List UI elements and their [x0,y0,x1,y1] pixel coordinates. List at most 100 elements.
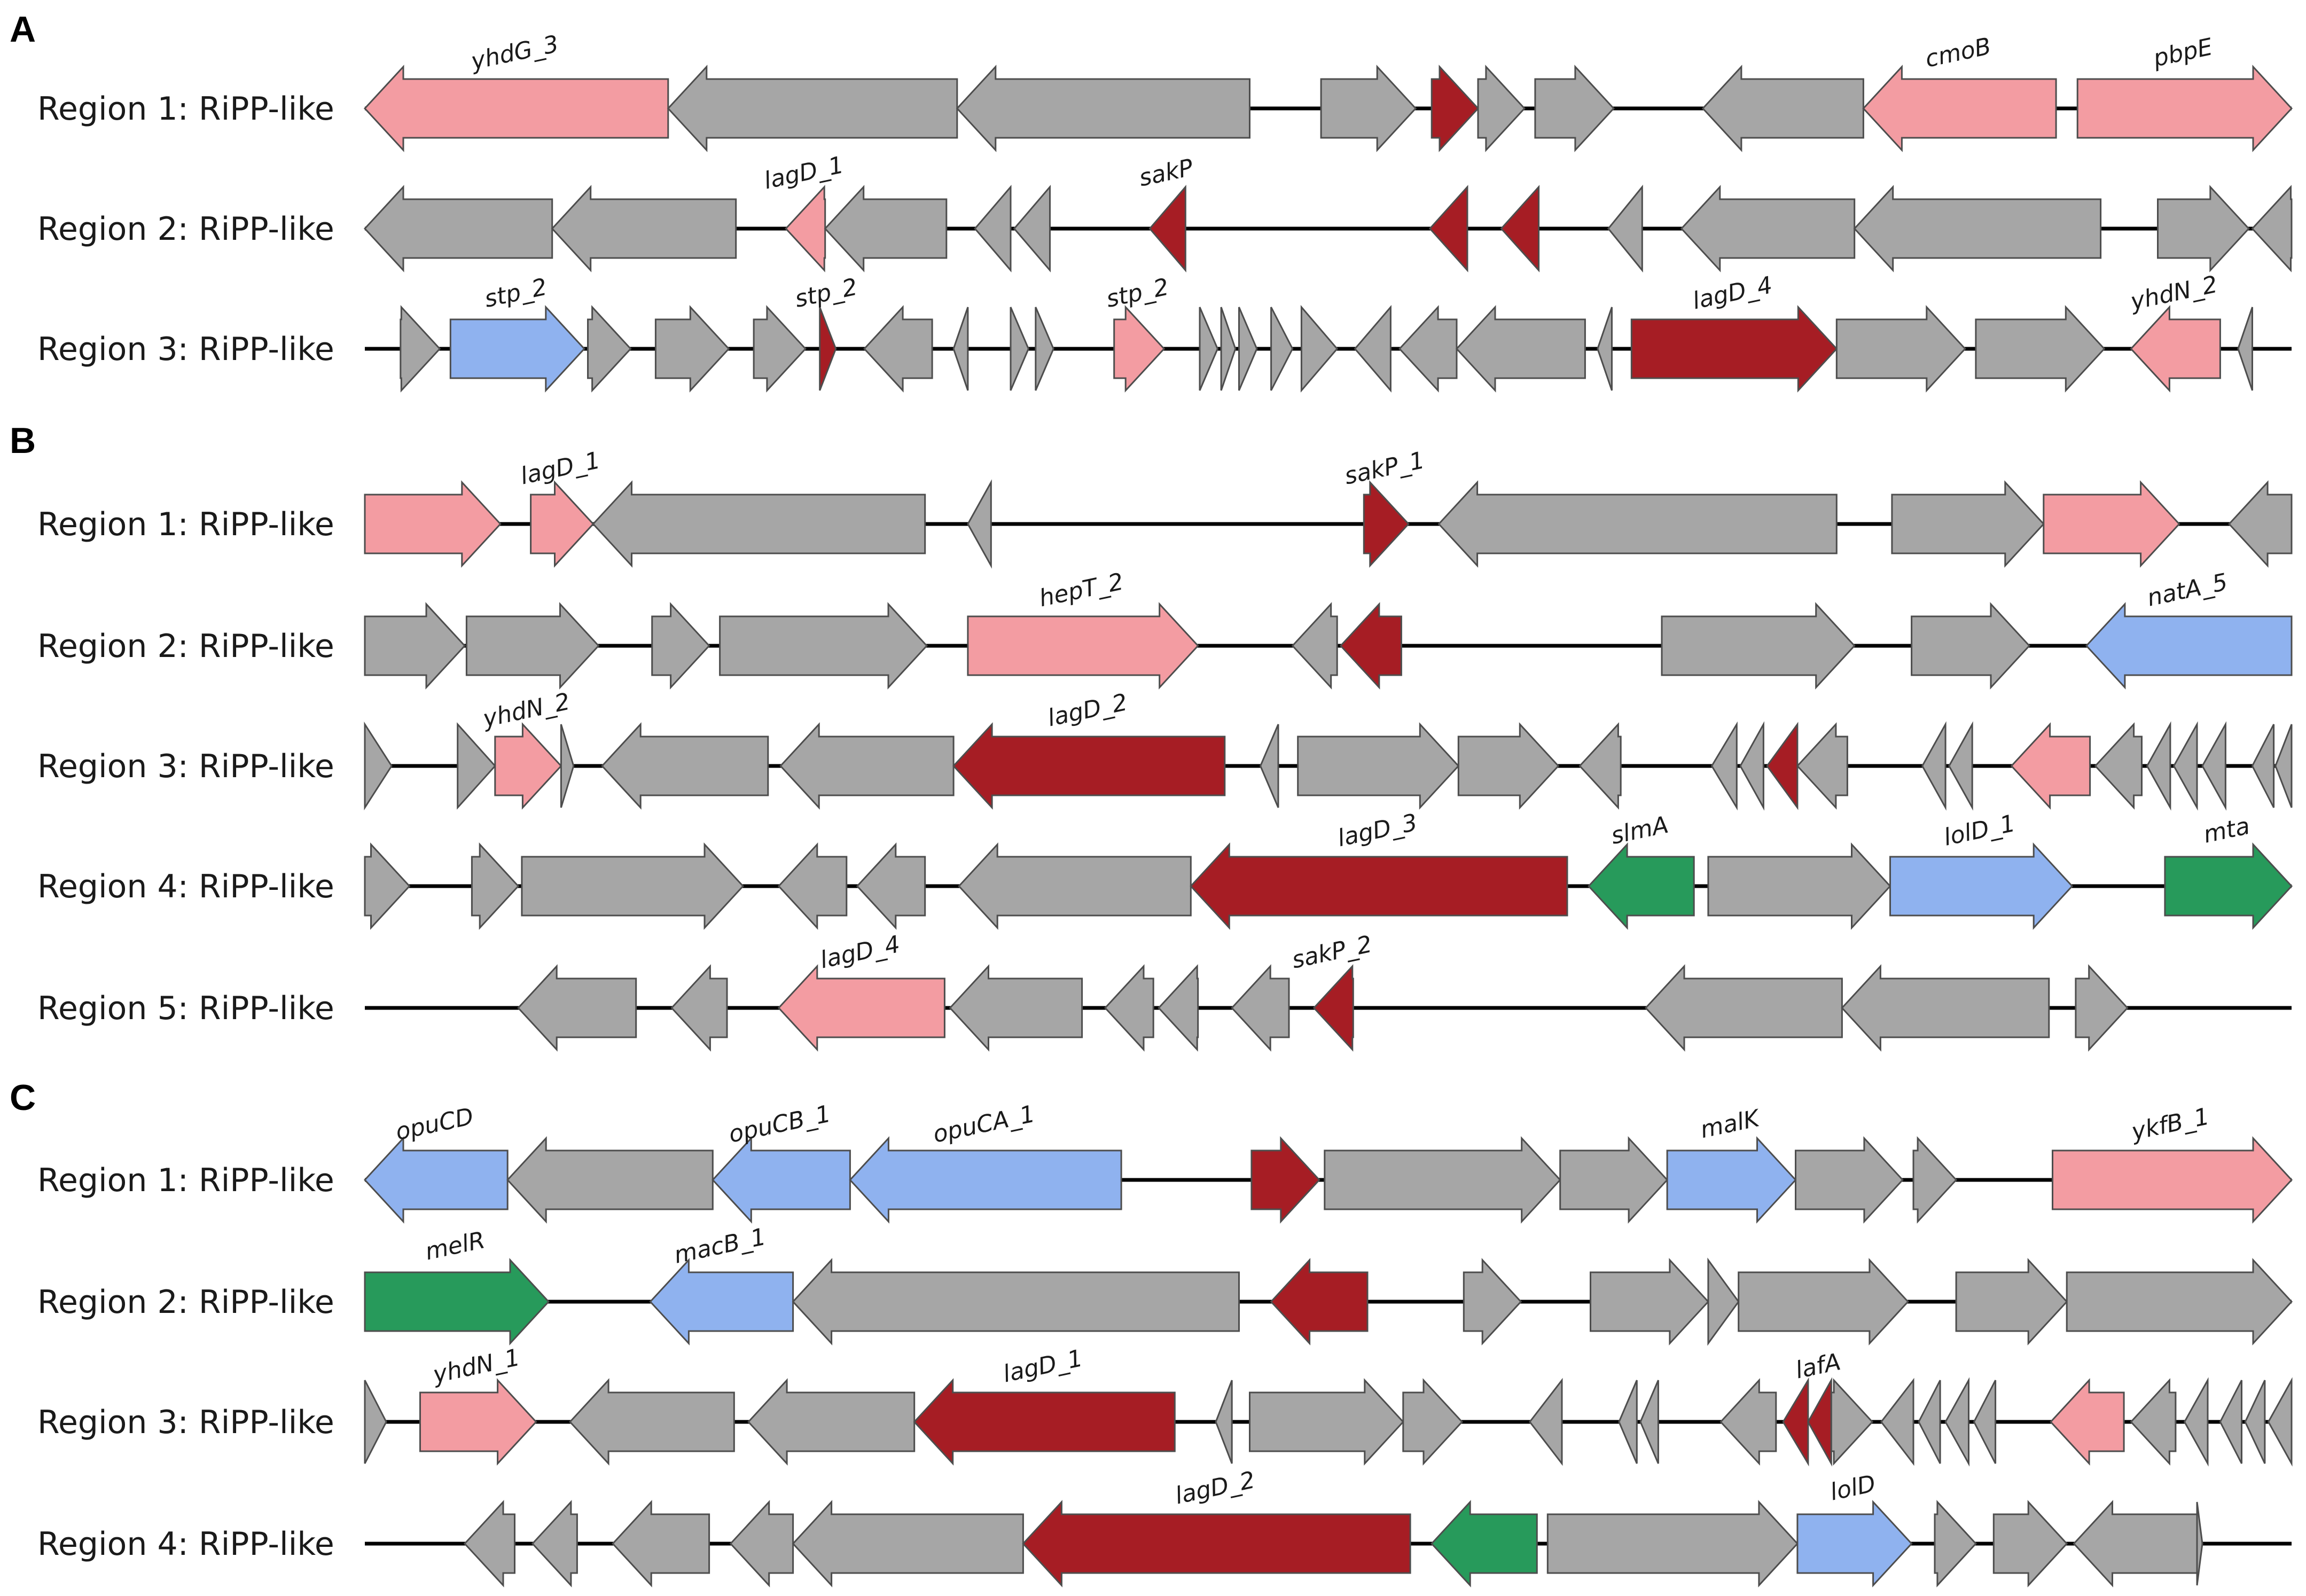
region-label: Region 5: RiPP-like [37,990,334,1027]
gene-name-label: lagD_4 [1690,271,1775,315]
gene-name-label: lagD_2 [1173,1466,1257,1509]
gene-arrow-other [651,602,710,690]
gene-arrow-other [1300,304,1339,393]
gene-name-label: yhdG_3 [467,30,561,76]
gene-arrow-other [1830,1378,1874,1466]
gene-arrow-core-biosynthetic [1500,185,1540,272]
gene-arrow-core-biosynthetic [913,1378,1176,1466]
panel-letter-b: B [10,420,36,461]
gene-arrow-other [1891,480,2045,568]
gene-arrow-transport [2085,602,2293,690]
gene-arrow-other [2251,185,2293,272]
gene-name-label: pbpE [2151,33,2215,72]
gene-arrow-other [753,305,807,393]
gene-arrow-other [824,185,948,272]
gene-arrow-other [531,1500,578,1587]
gene-arrow-other [612,1500,710,1587]
gene-arrow-regulatory [364,1258,550,1345]
gene-arrow-transport [649,1258,794,1345]
gene-arrow-core-biosynthetic [1250,1136,1320,1224]
gene-arrow-other [719,602,928,690]
gene-arrow-other [2196,1501,2203,1586]
gene-arrow-other [2237,307,2253,391]
gene-arrow-other [521,842,745,930]
gene-arrow-other [1559,1136,1669,1224]
gene-arrow-other [1354,304,1392,393]
gene-arrow-core-biosynthetic [1430,65,1480,152]
gene-arrow-other [792,1500,1024,1587]
gene-name-label: opuCD [393,1103,476,1146]
region-label: Region 1: RiPP-like [37,1162,334,1199]
gene-arrow-other [1231,964,1290,1052]
gene-arrow-other [1534,65,1615,152]
gene-arrow-other [1644,964,1843,1052]
gene-arrow-other [560,724,575,808]
gene-arrow-other [2183,1377,2209,1467]
gene-arrow-transport [1796,1500,1913,1587]
gene-arrow-other [1199,307,1219,391]
gene-arrow-other [2066,1258,2293,1345]
panel-letter-a: A [10,9,36,50]
gene-arrow-other [1398,305,1458,393]
region-label: Region 3: RiPP-like [37,331,334,368]
gene-arrow-additional-biosynthetic [2043,480,2180,568]
gene-arrow-other [1238,307,1258,391]
gene-arrow-other [1546,1500,1799,1587]
region-label: Region 4: RiPP-like [37,868,334,905]
gene-arrow-other [667,65,958,152]
region-label: Region 4: RiPP-like [37,1525,334,1563]
gene-arrow-regulatory [1430,1500,1538,1587]
gene-arrow-other [1911,602,2031,690]
gene-arrow-other [364,602,466,690]
gene-arrow-other [2228,480,2293,568]
gene-arrow-additional-biosynthetic [2010,722,2091,810]
gene-arrow-other [2157,185,2250,272]
gene-arrow-transport [449,305,585,393]
gene-arrow-core-biosynthetic [1270,1258,1369,1345]
gene-arrow-other [654,305,730,393]
gene-arrow-other [1578,722,1622,810]
gene-name-label: yhdN_1 [429,1344,522,1389]
gene-arrow-additional-biosynthetic [2052,1136,2293,1224]
gene-arrow-other [1934,1500,1977,1587]
gene-arrow-other [2274,724,2293,808]
gene-arrow-regulatory [2164,842,2293,930]
gene-name-label: natA_5 [2145,568,2230,612]
gene-arrow-additional-biosynthetic [1113,305,1166,393]
gene-arrow-additional-biosynthetic [777,964,945,1052]
gene-arrow-other [779,722,955,810]
gene-arrow-other [2094,722,2143,810]
gene-arrow-core-biosynthetic [1312,964,1354,1052]
gene-arrow-additional-biosynthetic [2050,1378,2125,1466]
gene-arrow-other [1973,1380,1997,1464]
gene-arrow-other [1249,1378,1404,1466]
gene-arrow-core-biosynthetic [1766,722,1799,810]
gene-arrow-other [517,964,637,1052]
gene-arrow-other [1955,1258,2068,1345]
gene-arrow-other [1402,1378,1464,1466]
gene-arrow-other [1795,1136,1904,1224]
gene-arrow-transport [1666,1136,1797,1224]
gene-arrow-other [1918,1380,1941,1464]
gene-arrow-other [1259,724,1279,808]
gene-arrow-core-biosynthetic [1022,1500,1411,1587]
gene-arrow-other [1010,307,1030,391]
gene-arrow-other [792,1258,1240,1345]
gene-arrow-other [956,65,1250,152]
gene-arrow-other [1661,602,1856,690]
gene-arrow-other [2073,1500,2198,1587]
region-label: Region 3: RiPP-like [37,748,334,785]
panel-letter-c: C [10,1077,36,1118]
gene-arrow-other [1455,305,1586,393]
gene-arrow-other [1220,307,1237,391]
gene-arrow-other [777,842,848,930]
gene-arrow-other [1707,1257,1740,1346]
gene-name-label: stp_2 [1104,273,1171,313]
gene-arrow-other [1975,305,2106,393]
